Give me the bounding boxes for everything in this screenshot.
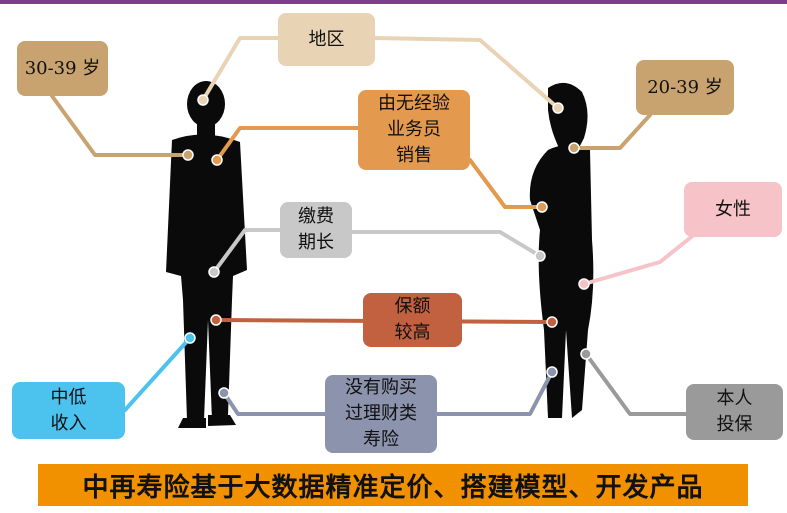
top-accent-line bbox=[0, 0, 787, 4]
connector-sales-female bbox=[468, 158, 544, 209]
connector-age-male bbox=[50, 94, 190, 157]
label-payment-period-text: 缴费 期长 bbox=[298, 206, 334, 253]
connector-female-gender bbox=[582, 228, 702, 286]
connector-payment-male bbox=[212, 228, 282, 274]
label-region: 地区 bbox=[278, 13, 375, 66]
label-region-text: 地区 bbox=[308, 28, 345, 50]
connector-payment-female bbox=[350, 230, 542, 258]
connector-income-male bbox=[123, 336, 192, 412]
label-self-insured-text: 本人 投保 bbox=[716, 388, 753, 435]
summary-banner: 中再寿险基于大数据精准定价、搭建模型、开发产品 bbox=[38, 464, 748, 506]
label-coverage: 保额 较高 bbox=[363, 293, 462, 347]
label-female-text: 女性 bbox=[715, 198, 751, 220]
label-age-female: 20-39 岁 bbox=[636, 60, 734, 115]
label-no-purchase: 没有购买 过理财类 寿险 bbox=[325, 375, 437, 453]
connector-region-female bbox=[373, 36, 560, 110]
label-age-male: 30-39 岁 bbox=[17, 41, 108, 96]
label-payment-period: 缴费 期长 bbox=[280, 202, 352, 258]
label-sales-channel-text: 由无经验 业务员 销售 bbox=[378, 93, 450, 166]
label-coverage-text: 保额 较高 bbox=[394, 296, 431, 343]
label-age-female-text: 20-39 岁 bbox=[647, 76, 723, 98]
label-no-purchase-text: 没有购买 过理财类 寿险 bbox=[345, 377, 417, 450]
label-income: 中低 收入 bbox=[12, 382, 125, 439]
label-self-insured: 本人 投保 bbox=[686, 384, 783, 440]
label-female: 女性 bbox=[684, 182, 782, 237]
label-income-text: 中低 收入 bbox=[50, 386, 87, 434]
summary-banner-text: 中再寿险基于大数据精准定价、搭建模型、开发产品 bbox=[82, 472, 704, 503]
label-sales-channel: 由无经验 业务员 销售 bbox=[358, 90, 470, 170]
label-age-male-text: 30-39 岁 bbox=[24, 57, 101, 79]
male-silhouette bbox=[166, 81, 247, 428]
connector-endpoints bbox=[182, 94, 592, 399]
connector-sales-male bbox=[215, 126, 360, 162]
connector-age-female bbox=[572, 113, 652, 150]
connector-no-purchase-female bbox=[435, 370, 554, 416]
female-silhouette bbox=[529, 82, 594, 418]
connector-self-insured bbox=[584, 352, 688, 416]
connector-region-male bbox=[201, 36, 280, 102]
connector-no-purchase-male bbox=[222, 391, 327, 416]
